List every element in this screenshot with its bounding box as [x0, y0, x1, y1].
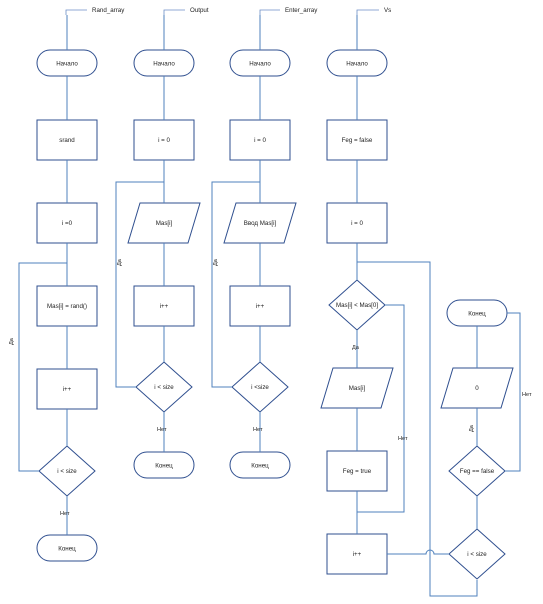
io-output [320, 367, 394, 409]
start-label: Начало [56, 61, 78, 68]
column-output: Начало i = 0 Mas[i] i++ i < size Конец Д… [115, 15, 201, 479]
no-label: Нет [253, 427, 263, 433]
process-srand-label: srand [59, 137, 75, 144]
header-vs: Vs [356, 7, 391, 15]
column-vs: Начало Feg = false i = 0 Mas[i] < Mas[0]… [320, 15, 478, 597]
decision-loop-label: i <size [251, 384, 269, 391]
process-increment [133, 285, 195, 327]
header-output: Output [163, 7, 209, 15]
io-output-label: Mas[i] [156, 220, 173, 227]
no-label: Нет [157, 427, 167, 433]
process-flag-set-label: Feg = true [343, 468, 372, 475]
io-input-label: Ввод Mas[i] [244, 220, 277, 227]
process-assign-label: Mas[i] = rand() [47, 303, 87, 310]
yes-label: Да [469, 424, 475, 432]
no-branch-connector [357, 304, 405, 513]
process-flag-init-label: Feg = false [342, 137, 373, 144]
process-increment [326, 533, 388, 575]
process-increment-label: i++ [353, 551, 362, 558]
process-srand [36, 119, 98, 161]
column-rand-array: Начало srand i =0 Mas[i] = rand() i++ i … [9, 15, 98, 562]
process-assign [36, 285, 98, 327]
io-output-zero [440, 367, 514, 409]
no-label: Нет [522, 392, 532, 398]
start-label: Начало [249, 61, 271, 68]
loop-back-connector [211, 181, 260, 388]
decision-compare-label: Mas[i] < Mas[0] [336, 302, 378, 309]
process-init-label: i =0 [62, 220, 73, 227]
start-label: Начало [153, 61, 175, 68]
header-enter-array: Enter_array [259, 7, 318, 15]
yes-label: Да [9, 337, 15, 345]
end-label: Конец [155, 463, 173, 470]
end-label: Конец [251, 463, 269, 470]
process-flag-init [326, 119, 388, 161]
loop-back-connector [18, 262, 67, 472]
start-label: Начало [346, 61, 368, 68]
yes-label: Да [213, 258, 219, 266]
decision-loop-label: i < size [467, 551, 487, 558]
loop-back-connector [115, 181, 164, 388]
no-label: Нет [60, 511, 70, 517]
decision-loop [448, 528, 506, 580]
decision-loop-label: i < size [154, 384, 174, 391]
loop-back-connector [357, 261, 478, 597]
process-increment-label: i++ [160, 303, 169, 310]
process-increment [229, 285, 291, 327]
process-init-label: i = 0 [351, 220, 363, 227]
column-enter-array: Начало i = 0 Ввод Mas[i] i++ i <size Кон… [211, 15, 297, 479]
decision-flag-label: Feg == false [460, 468, 495, 475]
header-output-label: Output [190, 7, 209, 14]
header-rand-array: Rand_array [65, 7, 125, 15]
yes-label: Да [352, 345, 360, 351]
end-label: Конец [468, 311, 486, 318]
yes-label: Да [117, 258, 123, 266]
no-branch-connector [505, 312, 521, 472]
header-vs-label: Vs [384, 7, 391, 14]
process-init-label: i = 0 [254, 137, 266, 144]
io-output [127, 202, 201, 244]
io-output-zero-label: 0 [475, 385, 479, 392]
header-rand-array-label: Rand_array [92, 7, 125, 14]
process-increment-label: i++ [256, 303, 265, 310]
process-increment-label: i++ [63, 386, 72, 393]
header-enter-array-label: Enter_array [285, 7, 318, 14]
end-label: Конец [58, 546, 76, 553]
column-vs-tail: Конец 0 Feg == false i < size Да Нет [387, 299, 532, 580]
io-input [223, 202, 297, 244]
decision-loop-label: i < size [57, 468, 77, 475]
process-init-label: i = 0 [158, 137, 170, 144]
no-label: Нет [398, 436, 408, 442]
io-output-label: Mas[i] [349, 385, 366, 392]
connector [387, 549, 449, 555]
process-init [326, 202, 388, 244]
